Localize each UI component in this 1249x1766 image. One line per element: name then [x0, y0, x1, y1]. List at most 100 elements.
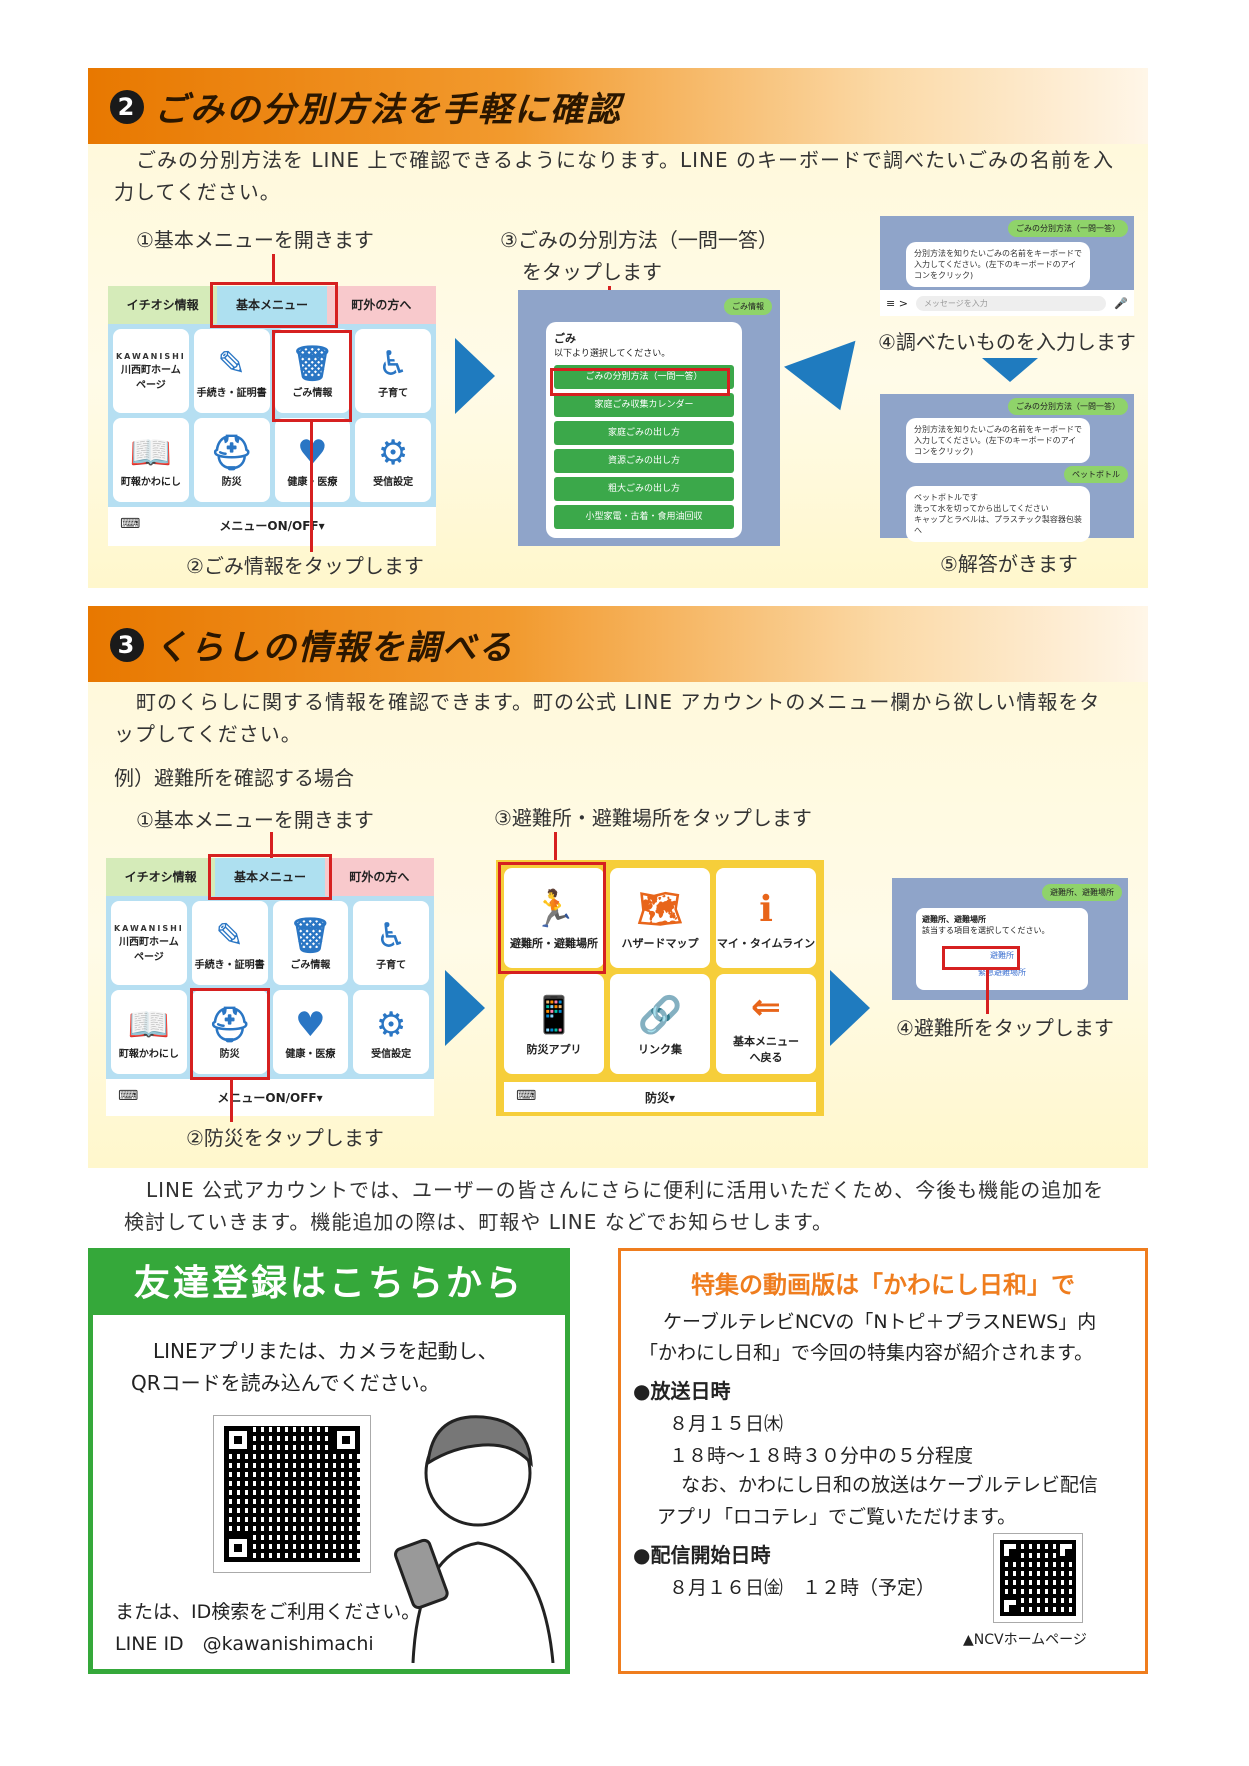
bousai-item-shelter[interactable]: 🏃避難所・避難場所	[504, 868, 604, 968]
menu-item-label: 防災	[219, 1048, 240, 1060]
keyboard-icon[interactable]: ⌨	[120, 516, 141, 532]
tab-featured[interactable]: イチオシ情報	[106, 858, 216, 896]
menu-item-gomi[interactable]: 🗑ごみ情報	[272, 901, 349, 985]
bousai-item-app[interactable]: 📱防災アプリ	[504, 974, 604, 1074]
tab-basic-menu[interactable]: 基本メニュー	[215, 858, 325, 896]
menu-item-label: 子育て	[378, 387, 409, 399]
step-tap-shelter: ③避難所・避難場所をタップします	[494, 806, 812, 830]
chat-bubble-options: ごみ 以下より選択してください。 ごみの分別方法（一問一答） 家庭ごみ収集カレン…	[546, 322, 742, 538]
highlight-gomi	[272, 330, 352, 422]
menu-item-childcare[interactable]: ♿ 子育て	[355, 329, 431, 413]
option-small-appliance[interactable]: 小型家電・古着・食用油回収	[554, 505, 734, 529]
arrow-right	[830, 970, 870, 1046]
menu-icon[interactable]: ≡ >	[886, 296, 908, 310]
menu-item-childcare[interactable]: ♿子育て	[353, 901, 429, 985]
menu-item-health[interactable]: ♥健康・医療	[272, 990, 349, 1074]
menu-item-gomi[interactable]: 🗑ごみ情報	[274, 329, 351, 413]
menu-item-bousai[interactable]: ⛑防災	[191, 990, 268, 1074]
helmet-icon: ⛑	[210, 432, 254, 473]
callout-line	[230, 1080, 233, 1122]
pencil-icon: ✎	[215, 915, 244, 956]
chat-title: 避難所、避難場所	[922, 915, 986, 924]
step-tap: をタップします	[522, 260, 662, 284]
option-bulky[interactable]: 粗大ごみの出し方	[554, 477, 734, 501]
tab-basic-menu[interactable]: 基本メニュー	[217, 286, 327, 324]
menu-item-bousai[interactable]: ⛑防災	[193, 418, 270, 502]
option-shelter[interactable]: 避難所	[990, 951, 1014, 960]
message-input[interactable]: メッセージを入力	[915, 295, 1107, 311]
menu-item-settings[interactable]: ⚙受信設定	[353, 990, 429, 1074]
menu-item-procedures[interactable]: ✎ 手続き・証明書	[191, 901, 268, 985]
keyboard-icon[interactable]: ⌨	[118, 1088, 139, 1104]
bousai-toggle[interactable]: ⌨ 防災▾	[504, 1082, 816, 1112]
option-household[interactable]: 家庭ごみの出し方	[554, 421, 734, 445]
step-open-menu: ①基本メニューを開きます	[136, 808, 374, 832]
callout-line	[270, 832, 273, 862]
trash-icon: 🗑	[290, 343, 334, 384]
town-logo: KAWANISHI	[115, 351, 186, 361]
user-message: ごみの分別方法（一問一答）	[1008, 398, 1128, 415]
menu-toggle[interactable]: ⌨メニューON/OFF▾	[106, 1079, 434, 1115]
chat-input-prompt: ごみの分別方法（一問一答） 分別方法を知りたいごみの名前をキーボードで入力してく…	[880, 216, 1134, 316]
menu-item-label: 手続き・証明書	[194, 959, 265, 971]
back-icon: ⇐	[750, 987, 782, 1028]
book-icon: 📖	[129, 432, 173, 473]
menu-toggle[interactable]: ⌨メニューON/OFF▾	[108, 507, 436, 543]
info-book-icon: ℹ	[759, 889, 773, 930]
heart-icon: ♥	[295, 1004, 326, 1045]
step-select-gomi-method: ③ごみの分別方法（一問一答）	[500, 228, 778, 252]
option-resource[interactable]: 資源ごみの出し方	[554, 449, 734, 473]
bot-message: 分別方法を知りたいごみの名前をキーボードで入力してください。(左下のキーボードの…	[906, 242, 1090, 287]
chat-answer: ごみの分別方法（一問一答） 分別方法を知りたいごみの名前をキーボードで入力してく…	[880, 394, 1134, 542]
book-icon: 📖	[127, 1004, 171, 1045]
tab-visitors[interactable]: 町外の方へ	[326, 286, 436, 324]
bot-message: 分別方法を知りたいごみの名前をキーボードで入力してください。(左下のキーボードの…	[906, 418, 1090, 463]
menu-item-town-news[interactable]: 📖町報かわにし	[113, 418, 189, 502]
section2-title-text: ごみの分別方法を手軽に確認	[154, 90, 622, 130]
bot-answer: ペットボトルです 洗って水を切ってから出してください キャップとラベルは、プラス…	[906, 486, 1090, 542]
stream-date: ８月１６日㈮ １２時（予定）	[669, 1577, 936, 1599]
video-title: 特集の動画版は「かわにし日和」で	[691, 1271, 1075, 1299]
user-message: ごみ情報	[724, 298, 772, 315]
keyboard-icon[interactable]: ⌨	[516, 1088, 537, 1104]
menu-item-settings[interactable]: ⚙受信設定	[355, 418, 431, 502]
tab-featured[interactable]: イチオシ情報	[108, 286, 218, 324]
id-search-text: または、ID検索をご利用ください。	[115, 1601, 421, 1623]
menu-item-procedures[interactable]: ✎ 手続き・証明書	[193, 329, 270, 413]
highlight-basic-menu	[208, 854, 332, 900]
chat-shelter: 避難所、避難場所 避難所、避難場所 該当する項目を選択してください。 避難所 緊…	[892, 878, 1128, 1000]
mic-icon[interactable]: 🎤	[1114, 296, 1128, 310]
option-emergency-site[interactable]: 緊急避難場所	[978, 968, 1026, 977]
step-tap-shelter-option: ④避難所をタップします	[896, 1016, 1114, 1040]
option-calendar[interactable]: 家庭ごみ収集カレンダー	[554, 393, 734, 417]
pencil-icon: ✎	[217, 343, 246, 384]
menu-item-label: 手続き・証明書	[196, 387, 267, 399]
bousai-toggle-label: 防災▾	[644, 1090, 676, 1105]
stroller-icon: ♿	[377, 343, 409, 384]
menu-item-town-news[interactable]: 📖 町報かわにし	[111, 990, 187, 1074]
callout-line	[554, 832, 557, 870]
user-message: ごみの分別方法（一問一答）	[1008, 220, 1128, 237]
bousai-item-links[interactable]: 🔗リンク集	[610, 974, 710, 1074]
menu-item-label: 受信設定	[373, 476, 414, 488]
stream-label: ●配信開始日時	[633, 1543, 771, 1567]
user-message: 避難所、避難場所	[1042, 884, 1122, 901]
bousai-item-back[interactable]: ⇐ 基本メニューへ戻る	[716, 974, 816, 1074]
qr-caption: ▲NCVホームページ	[963, 1632, 1087, 1648]
step-open-menu: ①基本メニューを開きます	[136, 228, 374, 252]
bousai-item-hazard-map[interactable]: 🗺ハザードマップ	[610, 868, 710, 968]
arrow-right	[445, 970, 485, 1046]
chat-subtitle: 以下より選択してください。	[554, 349, 671, 359]
tab-visitors[interactable]: 町外の方へ	[324, 858, 434, 896]
video-text: ケーブルテレビNCVの「Nトピ＋プラスNEWS」内「かわにし日和」で今回の特集内…	[639, 1311, 1097, 1364]
section3-intro: 町のくらしに関する情報を確認できます。町の公式 LINE アカウントのメニュー欄…	[114, 690, 1101, 746]
arrow-down	[982, 358, 1038, 382]
menu-item-label: 町報かわにし	[118, 1048, 179, 1060]
broadcast-label: ●放送日時	[633, 1379, 731, 1403]
bousai-item-label: 避難所・避難場所	[510, 937, 598, 950]
bousai-item-label: 基本メニューへ戻る	[733, 1035, 799, 1064]
